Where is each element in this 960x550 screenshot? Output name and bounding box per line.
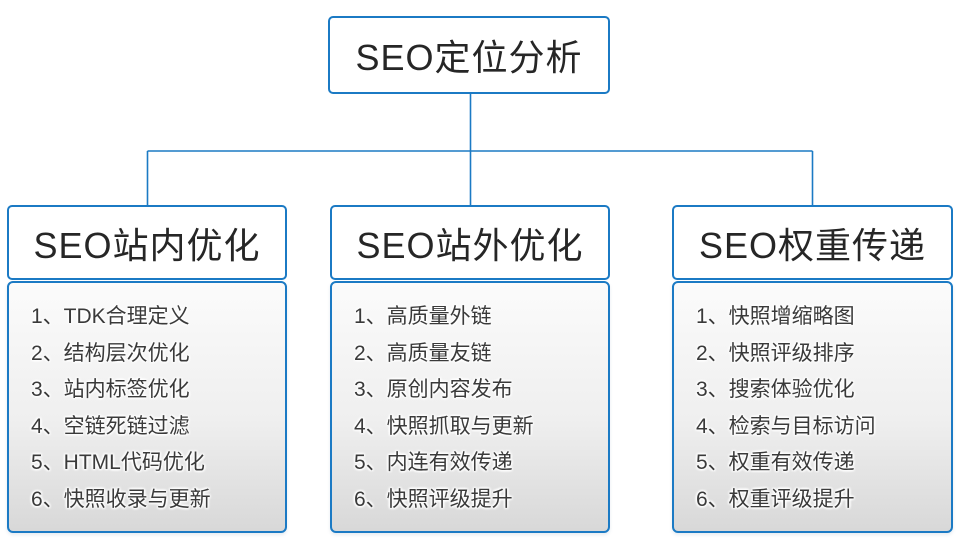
item-list-onsite: 1、TDK合理定义 2、结构层次优化 3、站内标签优化 4、空链死链过滤 5、H…: [7, 281, 287, 533]
column-title: SEO权重传递: [698, 224, 927, 266]
list-item: 4、快照抓取与更新: [354, 414, 534, 438]
list-item: 3、搜索体验优化: [696, 378, 855, 401]
list-item: 2、高质量友链: [354, 341, 492, 365]
column-header-onsite: SEO站内优化: [7, 205, 287, 280]
root-node-title: SEO定位分析: [355, 37, 583, 78]
column-header-offsite: SEO站外优化: [330, 205, 610, 280]
list-item: 2、结构层次优化: [31, 341, 190, 365]
column-offsite-optimization: SEO站外优化 1、高质量外链 2、高质量友链 3、原创内容发布 4、快照抓取与…: [330, 205, 610, 533]
column-onsite-optimization: SEO站内优化 1、TDK合理定义 2、结构层次优化 3、站内标签优化 4、空链…: [7, 205, 287, 533]
column-title: SEO站内优化: [33, 224, 261, 266]
list-item: 5、权重有效传递: [696, 451, 855, 474]
list-item: 6、权重评级提升: [696, 487, 855, 511]
list-item: 1、TDK合理定义: [31, 305, 190, 328]
item-list-weight: 1、快照增缩略图 2、快照评级排序 3、搜索体验优化 4、检索与目标访问 5、权…: [672, 281, 953, 533]
list-item: 2、快照评级排序: [696, 341, 855, 365]
item-list-offsite: 1、高质量外链 2、高质量友链 3、原创内容发布 4、快照抓取与更新 5、内连有…: [330, 281, 610, 533]
list-item: 5、HTML代码优化: [31, 451, 205, 474]
column-header-weight: SEO权重传递: [672, 205, 953, 280]
list-item: 1、快照增缩略图: [696, 305, 855, 328]
column-title: SEO站外优化: [356, 224, 584, 266]
list-item: 1、高质量外链: [354, 305, 492, 328]
list-item: 4、检索与目标访问: [696, 414, 876, 438]
list-item: 3、原创内容发布: [354, 378, 513, 401]
list-item: 6、快照评级提升: [354, 487, 513, 511]
column-weight-transfer: SEO权重传递 1、快照增缩略图 2、快照评级排序 3、搜索体验优化 4、检索与…: [672, 205, 953, 533]
list-item: 3、站内标签优化: [31, 378, 190, 401]
list-item: 6、快照收录与更新: [31, 487, 211, 511]
root-node: SEO定位分析: [328, 16, 610, 94]
list-item: 5、内连有效传递: [354, 451, 513, 474]
list-item: 4、空链死链过滤: [31, 414, 190, 438]
